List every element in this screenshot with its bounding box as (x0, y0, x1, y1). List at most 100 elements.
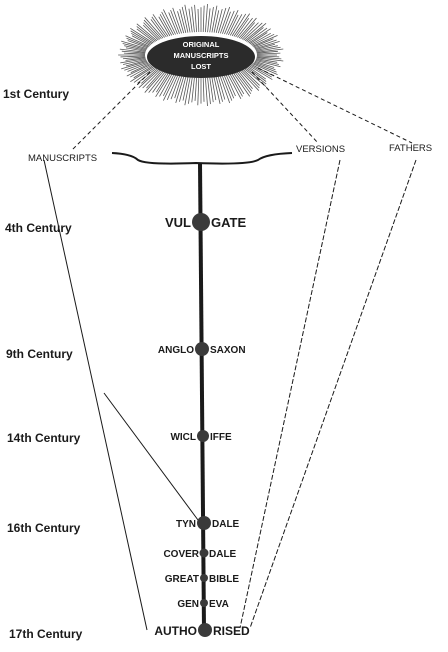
burst-ray (254, 39, 277, 49)
burst-ray (194, 77, 198, 101)
burst-ray (166, 75, 178, 101)
burst-ray (255, 45, 278, 51)
anglo-saxon-right: SAXON (210, 345, 246, 356)
burst-ray (250, 65, 272, 78)
sources-brace (111, 152, 293, 165)
burst-ray (126, 64, 151, 77)
burst-ray (170, 76, 180, 100)
versions-line (239, 159, 341, 629)
burst-ray (179, 77, 187, 102)
burst-ray (202, 5, 205, 33)
burst-ray (121, 40, 148, 50)
burst-ray (123, 59, 147, 65)
burst-ray (120, 55, 146, 58)
burst-ray (136, 23, 158, 42)
burst-ray (144, 71, 164, 93)
burst-ray (254, 40, 280, 50)
origin-ellipse (147, 36, 255, 78)
burst-ray (256, 57, 284, 62)
burst-ray (138, 69, 159, 88)
burst-ray (127, 40, 148, 49)
great-bible-left: GREAT (165, 574, 199, 585)
burst-ray (235, 17, 250, 38)
century-label-16th: 16th Century (7, 521, 81, 535)
burst-ray (125, 59, 147, 67)
origin-line-2: MANUSCRIPTS (173, 51, 228, 60)
burst-ray (170, 9, 180, 34)
burst-ray (122, 56, 146, 60)
burst-ray (255, 59, 279, 65)
manuscripts-to-tyndale-line (103, 392, 199, 521)
century-label-14th: 14th Century (7, 431, 81, 445)
great-bible-right: BIBLE (209, 574, 239, 585)
burst-ray (209, 77, 214, 103)
burst-ray (226, 10, 239, 35)
source-lines (43, 159, 417, 631)
burst-ray (142, 24, 159, 41)
burst-ray (125, 35, 150, 47)
burst-ray (155, 73, 171, 98)
burst-ray (130, 30, 153, 45)
burst-ray (248, 28, 271, 44)
burst-ray (248, 66, 267, 80)
burst-ray (229, 74, 243, 97)
main-trunk (198, 162, 206, 631)
origin-connectors (71, 67, 413, 151)
burst-ray (142, 70, 161, 89)
century-label-9th: 9th Century (6, 347, 73, 361)
burst-ray (238, 17, 257, 39)
burst-ray (197, 9, 200, 33)
connector-to-manuscripts (71, 71, 151, 151)
burst-ray (177, 11, 185, 34)
burst-ray (168, 12, 178, 35)
burst-ray (131, 35, 151, 46)
burst-ray (121, 50, 146, 54)
anglo-saxon-left: ANGLO (158, 345, 194, 356)
burst-ray (215, 8, 223, 33)
burst-ray (188, 8, 193, 33)
burst-ray (213, 10, 220, 33)
burst-ray (237, 17, 253, 38)
burst-ray (224, 75, 235, 99)
burst-ray (130, 27, 154, 44)
burst-ray (217, 76, 226, 100)
burst-ray (130, 66, 154, 83)
burst-ray (231, 73, 245, 95)
burst-ray (233, 13, 251, 37)
burst-ray (254, 61, 276, 71)
burst-ray (211, 5, 218, 33)
burst-ray (250, 32, 271, 45)
burst-ray (240, 70, 260, 91)
burst-ray (217, 7, 227, 34)
vulgate-right: GATE (211, 215, 246, 230)
versions-label: VERSIONS (296, 144, 345, 155)
burst-ray (188, 77, 193, 104)
burst-ray (215, 77, 223, 102)
tyndale-left: TYN (176, 519, 196, 530)
burst-ray (255, 59, 281, 68)
wicliffe-node (197, 430, 209, 442)
burst-ray (191, 77, 195, 103)
geneva-left: GEN (177, 599, 199, 610)
burst-ray (213, 77, 221, 104)
connector-to-versions (251, 71, 319, 144)
burst-ray (247, 27, 268, 43)
burst-ray (161, 11, 174, 36)
connector-to-fathers (257, 67, 413, 144)
burst-ray (246, 27, 264, 42)
burst-ray (130, 63, 150, 73)
burst-ray (191, 6, 195, 33)
burst-ray (256, 58, 278, 63)
authorised-node (198, 623, 212, 637)
origin-line-1: ORIGINAL (183, 40, 220, 49)
tyndale-right: DALE (212, 519, 240, 530)
authorised-left: AUTHO (154, 624, 197, 638)
burst-ray (144, 17, 164, 39)
burst-ray (247, 67, 267, 82)
burst-ray (256, 46, 281, 52)
burst-ray (220, 6, 231, 34)
burst-ray (244, 23, 267, 42)
burst-ray (121, 60, 148, 70)
burst-ray (254, 60, 275, 68)
vulgate-node (192, 213, 210, 231)
